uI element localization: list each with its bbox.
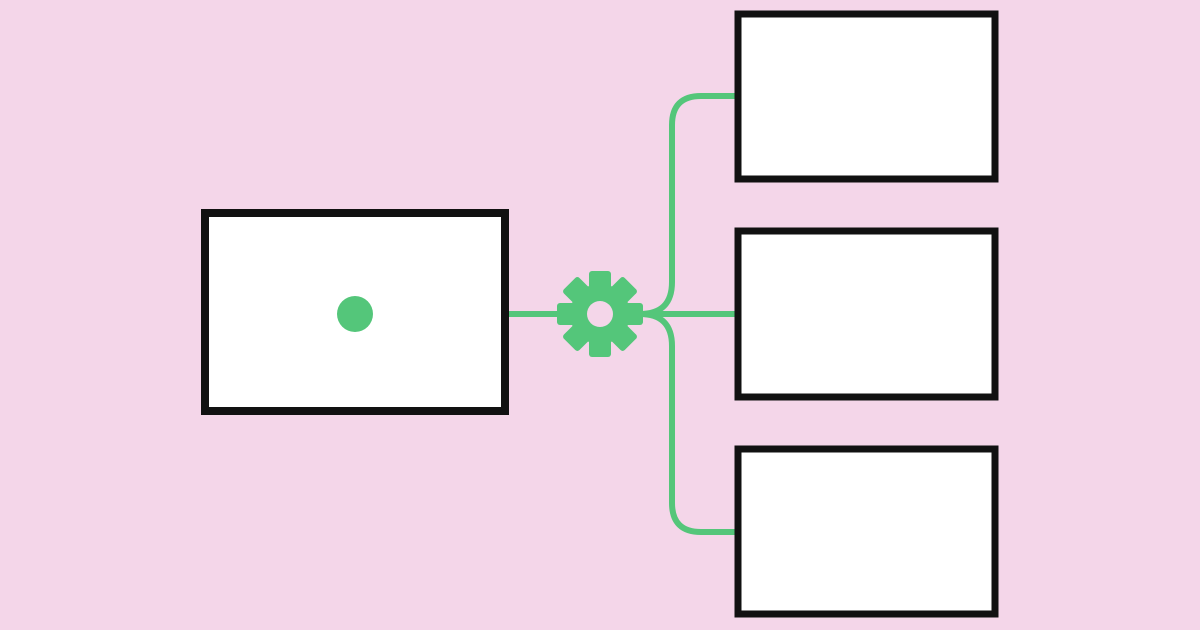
- hub-to-top-box-connector: [637, 93, 741, 317]
- target-box-middle: [734, 227, 999, 401]
- target-box-top-frame: [734, 10, 999, 183]
- target-box-bottom: [734, 445, 999, 618]
- gear-icon: [557, 271, 643, 357]
- target-box-bottom-frame: [734, 445, 999, 618]
- gear-hole: [587, 301, 613, 327]
- target-box-top: [734, 10, 999, 183]
- dot-icon: [337, 296, 373, 332]
- hub-to-bottom-box-connector: [637, 311, 741, 535]
- target-box-middle-frame: [734, 227, 999, 401]
